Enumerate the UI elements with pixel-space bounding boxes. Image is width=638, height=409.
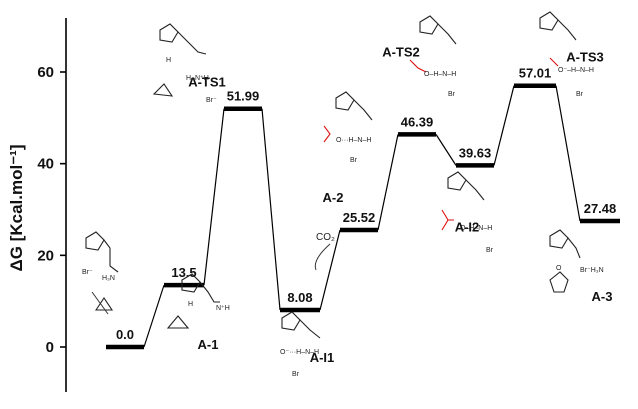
svg-text:H₃N: H₃N [102,275,115,282]
co2-arrow-icon [314,243,331,271]
y-tick-label: 40 [37,156,54,173]
connector-A1 [143,284,165,348]
y-tick-label: 60 [37,64,54,81]
molecule-ats2: O–H–N–H Br [409,15,457,98]
value-label-ATS2: 46.39 [401,114,434,129]
y-axis-label: ΔG [Kcal.mol⁻¹] [7,145,26,272]
molecule-start: Br⁻ H₃N [82,231,119,311]
value-label-AI2: 39.63 [459,145,492,160]
value-label-start: 0.0 [116,327,134,342]
state-label-ATS1: A-TS1 [188,75,226,90]
molecule-ai2: O–H–N–H Br [441,171,494,254]
connector-ATS1 [203,108,225,286]
svg-text:Br: Br [486,247,494,254]
svg-text:H: H [188,301,193,308]
svg-text:Br⁻: Br⁻ [206,97,217,104]
svg-text:O···H–N–H: O···H–N–H [336,137,371,144]
svg-text:Br⁻H₃N: Br⁻H₃N [580,267,604,274]
connector-A2 [319,229,341,311]
value-label-A3: 27.48 [584,201,617,216]
svg-text:O⁻···H–N–H: O⁻···H–N–H [280,349,319,356]
svg-text:O⁻–H–N–H: O⁻–H–N–H [558,67,594,74]
start-arrow-icon [91,291,109,315]
connector-AI1 [261,108,281,311]
svg-text:Br: Br [576,91,584,98]
value-label-A2: 25.52 [343,210,376,225]
svg-text:Br: Br [292,371,300,378]
value-labels: 0.0 13.5 51.99 8.08 25.52 46.39 39.63 57.01 27.4… [116,66,616,342]
molecule-a3: Br⁻H₃N O [549,229,604,293]
connector-AI2 [435,134,457,166]
svg-text:Br: Br [448,91,456,98]
molecule-ats3: O⁻–H–N–H Br [539,11,594,98]
connector-ATS2 [377,134,399,231]
molecule-ats1: H H–N⁺H Br⁻ [152,23,217,104]
svg-text:O: O [556,265,562,272]
connector-A3 [555,85,581,222]
energy-levels [106,83,620,350]
state-label-A1: A-1 [198,337,219,352]
connector-ATS3 [493,85,515,166]
value-label-A1: 13.5 [171,265,196,280]
y-ticks: 0 20 40 60 [37,64,66,356]
molecule-a2: O···H–N–H Br [323,91,373,164]
svg-text:N⁺H: N⁺H [216,305,230,312]
svg-text:Br⁻: Br⁻ [82,269,93,276]
state-label-AI1: A-I1 [310,350,335,365]
y-tick-label: 0 [46,339,54,356]
svg-text:O–H–N–H: O–H–N–H [460,225,492,232]
svg-text:O–H–N–H: O–H–N–H [424,71,456,78]
value-label-AI1: 8.08 [287,290,312,305]
state-label-A3: A-3 [592,289,613,304]
svg-text:H–N⁺H: H–N⁺H [186,75,209,82]
value-label-ATS3: 57.01 [519,66,552,81]
state-label-AI2: A-I2 [455,219,480,234]
y-tick-label: 20 [37,247,54,264]
state-label-ATS2: A-TS2 [382,44,420,59]
molecule-a1: H N⁺H [166,273,230,329]
state-label-A2: A-2 [323,190,344,205]
molecule-ai1: O⁻···H–N–H Br [280,311,321,378]
svg-text:H: H [166,57,171,64]
co2-annotation: CO₂ [316,232,335,243]
state-label-ATS3: A-TS3 [566,50,604,65]
value-label-ATS1: 51.99 [227,89,260,104]
connectors [143,85,581,348]
svg-text:Br: Br [350,157,358,164]
